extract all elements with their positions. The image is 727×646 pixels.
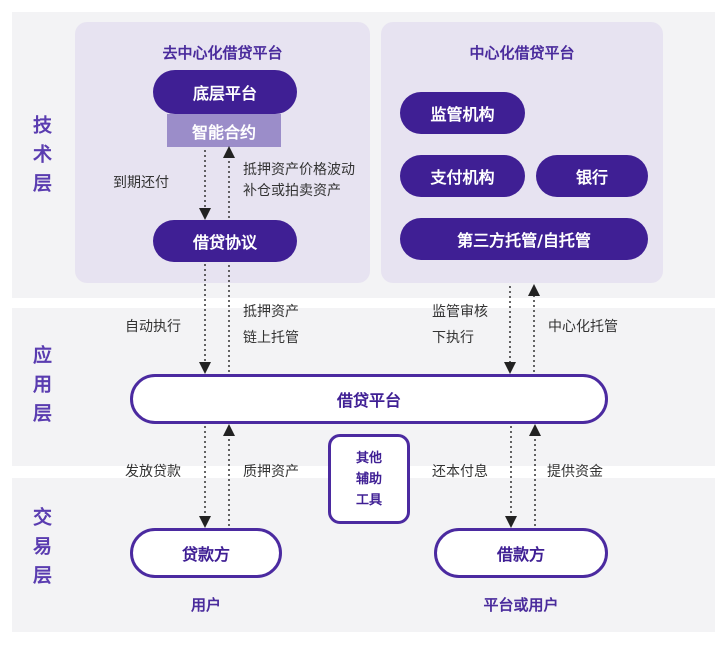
label-issue-loan: 发放贷款 — [125, 464, 181, 480]
label-collateral: 抵押资产 — [243, 304, 299, 320]
layer-label-app: 应用层 — [30, 345, 52, 432]
bank-node: 银行 — [536, 155, 648, 197]
borrower-subtitle: 平台或用户 — [483, 596, 559, 614]
base-platform-node: 底层平台 — [153, 70, 297, 114]
other-tools-node: 其他 辅助 工具 — [328, 434, 410, 524]
smart-contract-node: 智能合约 — [167, 114, 281, 147]
decentralized-title: 去中心化借贷平台 — [162, 44, 283, 62]
payment-institution-node: 支付机构 — [400, 155, 525, 197]
label-execute: 下执行 — [432, 330, 474, 346]
lender-subtitle: 用户 — [190, 596, 221, 614]
tools-line-3: 工具 — [355, 493, 382, 508]
label-regulatory-review: 监管审核 — [432, 304, 488, 320]
lender-node: 贷款方 — [130, 528, 282, 578]
lending-platform-node: 借贷平台 — [130, 374, 608, 424]
label-collateral-fluctuation: 抵押资产价格波动 — [243, 162, 355, 178]
label-provide-funds: 提供资金 — [547, 464, 603, 480]
label-margin-auction: 补仓或拍卖资产 — [243, 183, 341, 199]
label-central-custody: 中心化托管 — [548, 319, 618, 335]
tools-line-1: 其他 — [355, 451, 382, 466]
centralized-title: 中心化借贷平台 — [469, 44, 575, 62]
lending-protocol-node: 借贷协议 — [153, 220, 297, 262]
label-maturity-repay: 到期还付 — [113, 175, 169, 191]
layer-label-tech: 技术层 — [30, 115, 52, 202]
label-onchain-custody: 链上托管 — [243, 330, 299, 346]
regulator-node: 监管机构 — [400, 92, 525, 134]
layer-label-trade: 交易层 — [30, 507, 52, 594]
label-pledge-assets: 质押资产 — [243, 464, 299, 480]
label-repay-interest: 还本付息 — [432, 464, 488, 480]
borrower-node: 借款方 — [434, 528, 608, 578]
custody-node: 第三方托管/自托管 — [400, 218, 648, 260]
label-auto-execute: 自动执行 — [125, 319, 181, 335]
tools-line-2: 辅助 — [355, 472, 382, 487]
